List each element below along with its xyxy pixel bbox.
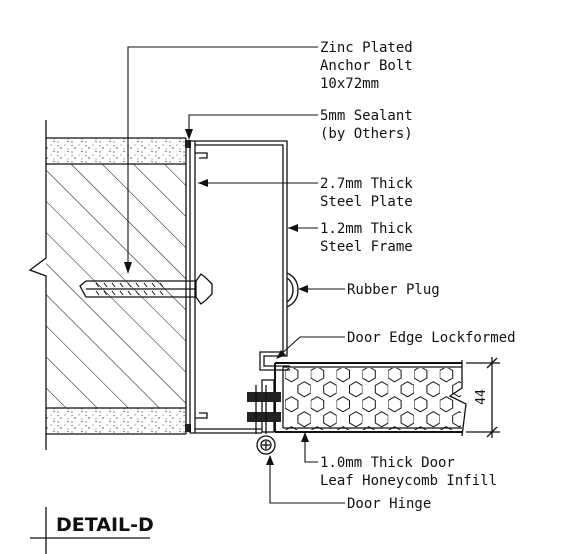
hinge-knuckle [247,392,281,402]
label-sealant: 5mm Sealant (by Others) [320,108,413,142]
svg-text:Door Hinge: Door Hinge [347,496,431,512]
label-steel-frame: 1.2mm Thick Steel Frame [320,221,413,255]
svg-text:1.0mm Thick Door: 1.0mm Thick Door [320,455,455,471]
sealant-bottom [185,424,191,432]
svg-text:Steel Frame: Steel Frame [320,239,413,255]
svg-text:Steel Plate: Steel Plate [320,194,413,210]
hinge-shape [247,379,281,455]
label-door-edge: Door Edge Lockformed [347,330,516,346]
wall [28,120,187,450]
label-door-leaf: 1.0mm Thick Door Leaf Honeycomb Infill [320,455,497,489]
dimension-text: 44 [474,389,489,405]
leaders [124,46,345,504]
svg-text:10x72mm: 10x72mm [320,76,379,92]
break-line [28,120,47,450]
svg-text:Anchor Bolt: Anchor Bolt [320,58,413,74]
svg-text:DETAIL-D: DETAIL-D [56,514,154,536]
steel-frame [189,140,290,434]
rubber-plug-shape [286,272,299,308]
door-break [448,360,467,437]
honeycomb-infill [285,368,461,430]
svg-text:Door Edge Lockformed: Door Edge Lockformed [347,330,516,346]
svg-text:Leaf Honeycomb Infill: Leaf Honeycomb Infill [320,473,497,489]
concrete-bottom [46,408,186,434]
svg-text:5mm Sealant: 5mm Sealant [320,108,413,124]
hinge-pin [256,435,276,455]
anchor-bolt-shape [79,273,213,305]
label-door-hinge: Door Hinge [347,496,431,512]
concrete-top [46,138,186,164]
svg-text:2.7mm Thick: 2.7mm Thick [320,176,413,192]
door-leaf [274,360,467,437]
label-anchor-bolt: Zinc Plated Anchor Bolt 10x72mm [320,40,413,92]
label-steel-plate: 2.7mm Thick Steel Plate [320,176,413,210]
label-rubber-plug: Rubber Plug [347,282,440,298]
svg-text:Zinc Plated: Zinc Plated [320,40,413,56]
svg-text:(by Others): (by Others) [320,126,413,142]
dimension-44: 44 [466,357,500,438]
svg-text:Rubber Plug: Rubber Plug [347,282,440,298]
detail-title: DETAIL-D [30,507,154,554]
sealant-top [185,140,191,148]
svg-text:1.2mm Thick: 1.2mm Thick [320,221,413,237]
wall-hatch [46,164,186,408]
